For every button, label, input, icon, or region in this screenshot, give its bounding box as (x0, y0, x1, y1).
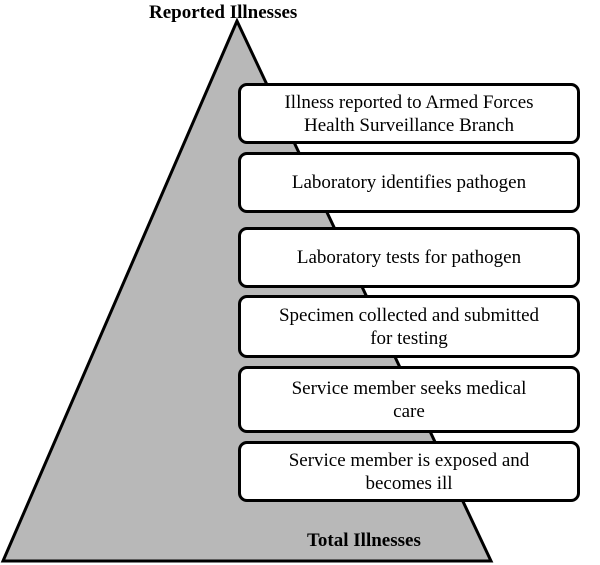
step-text: Illness reported to Armed Forces Health … (284, 91, 534, 136)
step-box-seeks-care: Service member seeks medical care (238, 366, 580, 433)
pyramid-bottom-label: Total Illnesses (307, 530, 421, 551)
step-text: Service member seeks medical care (291, 377, 527, 422)
step-text: Laboratory tests for pathogen (296, 247, 522, 268)
step-box-exposed-ill: Service member is exposed and becomes il… (238, 441, 580, 502)
step-box-specimen-collected: Specimen collected and submitted for tes… (238, 295, 580, 358)
step-text: Service member is exposed and becomes il… (288, 449, 530, 494)
step-box-lab-identifies: Laboratory identifies pathogen (238, 152, 580, 213)
step-text: Specimen collected and submitted for tes… (278, 304, 540, 349)
step-box-illness-reported: Illness reported to Armed Forces Health … (238, 83, 580, 144)
step-box-lab-tests: Laboratory tests for pathogen (238, 227, 580, 288)
step-text: Laboratory identifies pathogen (291, 172, 527, 193)
pyramid-top-label: Reported Illnesses (149, 2, 298, 23)
